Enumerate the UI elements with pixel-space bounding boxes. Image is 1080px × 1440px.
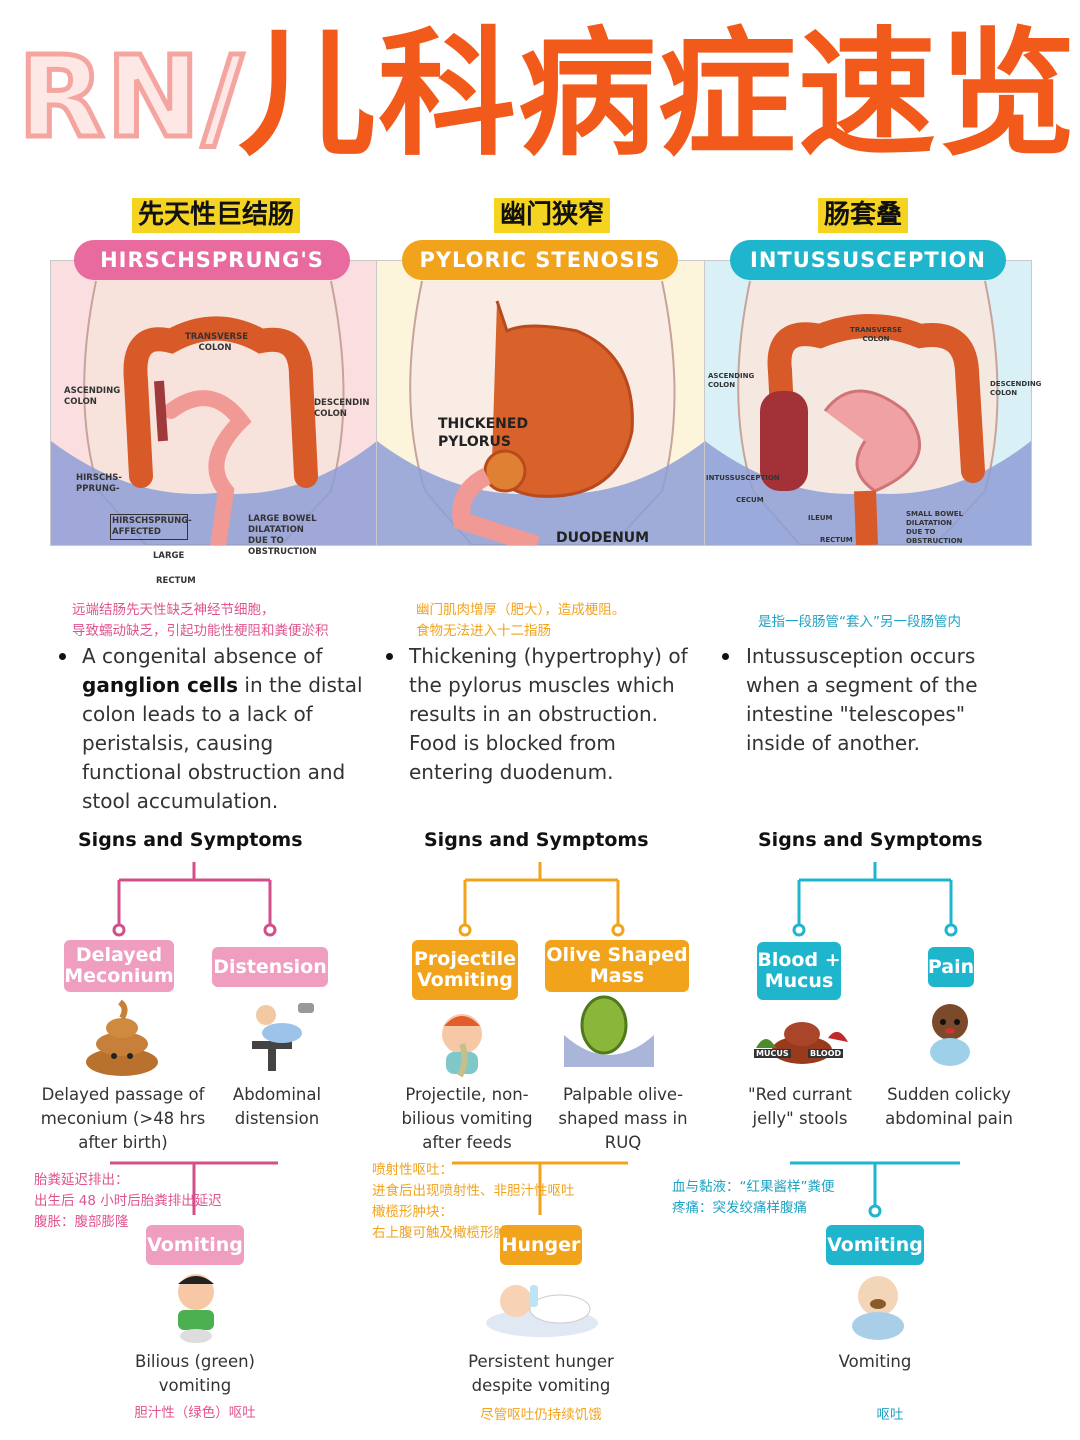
col1-sign1-caption: Delayed passage of meconium (>48 hrs aft… [40, 1085, 206, 1152]
vomiting-infant-icon [852, 1276, 904, 1340]
col1-bottom-caption: Bilious (green) vomiting [135, 1352, 255, 1395]
col2-sign2-caption: Palpable olive-shaped mass in RUQ [558, 1085, 688, 1152]
pain-badge: Pain [928, 947, 974, 987]
col2-notes: 喷射性呕吐： 进食后出现喷射性、非胆汁性呕吐 橄榄形肿块： 右上腹可触及橄榄形肿… [372, 1160, 632, 1244]
note-line: 腹胀：腹部膨隆 [34, 1214, 129, 1230]
col2-description: Thickening (hypertrophy) of the pylorus … [409, 644, 688, 784]
bullet-icon [722, 653, 729, 660]
hunger-badge: Hunger [500, 1225, 582, 1265]
diagram-label: LARGE [153, 551, 185, 561]
col1-signs-title: Signs and Symptoms [78, 829, 303, 851]
diagram-label: LARGE BOWEL DILATATION DUE TO OBSTRUCTIO… [248, 514, 317, 557]
col3-description: Intussusception occurs when a segment of… [746, 644, 978, 755]
mucus-tag: MUCUS [754, 1049, 791, 1058]
connector-lines [112, 862, 958, 937]
col3-bottom-cn: 呕吐 [876, 1407, 904, 1423]
lower-connector-lines [110, 1161, 960, 1218]
baby-exam-icon [252, 1003, 314, 1071]
olive-mass-badge: Olive Shaped Mass [545, 940, 689, 992]
cn-desc-line: 是指一段肠管“套入”另一段肠管内 [758, 614, 961, 630]
col1-cn-title: 先天性巨结肠 [132, 198, 301, 234]
col1-bottom-cn: 胆汁性（绿色）呕吐 [134, 1405, 256, 1421]
title-prefix: RN/ [16, 33, 246, 163]
col1-cn-desc: 远端结肠先天性缺乏神经节细胞， 导致蠕动缺乏，引起功能性梗阻和粪便淤积 [72, 600, 372, 642]
thickened-pylorus-label: THICKENED PYLORUS [438, 416, 529, 450]
poop-icon [86, 1000, 158, 1076]
diagram-label: TRANSVERSE COLON [185, 332, 249, 353]
page-title: RN/ 儿科病症速览 [0, 20, 1080, 170]
diagram-label: SMALL BOWEL DILATATION DUE TO OBSTRUCTIO… [906, 510, 964, 545]
col3-sign2-caption: Sudden colicky abdominal pain [885, 1085, 1013, 1128]
blood-tag: BLOOD [808, 1049, 844, 1058]
diagram-label: DESCENDING COLON [990, 380, 1042, 397]
col1-notes: 胎粪延迟排出： 出生后 48 小时后胎粪排出延迟 腹胀：腹部膨隆 [34, 1170, 274, 1233]
note-line: 胎粪延迟排出： [34, 1172, 129, 1188]
cn-desc-line: 远端结肠先天性缺乏神经节细胞， [72, 602, 275, 618]
intussusception-diagram [704, 260, 1032, 546]
bullet-icon [59, 653, 66, 660]
cn-desc-line: 幽门肌肉增厚（肥大），造成梗阻。 [416, 602, 626, 618]
blood-mucus-badge: Blood + Mucus [757, 942, 841, 1000]
desc-bold: ganglion cells [82, 673, 239, 697]
diagram-label: ASCENDING COLON [64, 386, 121, 407]
pyloric-pill: PYLORIC STENOSIS [402, 240, 678, 280]
diagram-label: RECTUM [156, 576, 196, 586]
desc-text: in the distal colon leads to a lack of p… [82, 673, 363, 813]
delayed-meconium-badge: Delayed Meconium [64, 940, 174, 992]
note-line: 右上腹可触及橄榄形肿块 [372, 1225, 521, 1241]
vomiting-baby-icon [442, 1014, 482, 1078]
projectile-vomiting-badge: Projectile Vomiting [412, 940, 518, 1000]
col1-description: A congenital absence of ganglion cells i… [82, 642, 372, 816]
diagram-label: INTUSSUSCEPTION [706, 474, 780, 482]
col3-sign1-caption: "Red currant jelly" stools [747, 1085, 853, 1128]
col3-cn-title: 肠套叠 [818, 198, 909, 234]
diagram-label: ILEUM [808, 514, 833, 522]
col2-cn-desc: 幽门肌肉增厚（肥大），造成梗阻。 食物无法进入十二指肠 [416, 600, 706, 642]
diagram-label: HIRSCHSPRUNG-AFFECTED [110, 514, 192, 540]
col1-vomiting-badge: Vomiting [146, 1225, 244, 1265]
bullet-icon [386, 653, 393, 660]
desc-text: A congenital absence of [82, 644, 323, 668]
note-line: 喷射性呕吐： [372, 1162, 453, 1178]
distension-badge: Distension [212, 947, 328, 987]
note-line: 进食后出现喷射性、非胆汁性呕吐 [372, 1183, 575, 1199]
col3-signs-title: Signs and Symptoms [758, 829, 983, 851]
note-line: 橄榄形肿块： [372, 1204, 453, 1220]
vomiting-child-icon [178, 1274, 214, 1343]
title-main: 儿科病症速览 [238, 14, 1079, 175]
crying-baby-icon [930, 1004, 970, 1066]
pyloric-diagram [376, 260, 706, 546]
diagram-label: TRANSVERSE COLON [850, 326, 902, 343]
hirschsprung-diagram [50, 260, 378, 546]
diagram-label: ASCENDING COLON [708, 372, 755, 389]
note-line: 疼痛：突发绞痛样腹痛 [672, 1200, 807, 1216]
diagram-label: HIRSCHS-PPRUNG- [76, 473, 122, 494]
note-line: 出生后 48 小时后胎粪排出延迟 [34, 1193, 222, 1209]
col1-sign2-caption: Abdominal distension [232, 1085, 322, 1128]
cn-desc-line: 导致蠕动缺乏，引起功能性梗阻和粪便淤积 [72, 622, 329, 639]
col2-signs-title: Signs and Symptoms [424, 829, 649, 851]
diagram-label: DESCENDIN COLON [314, 398, 370, 419]
bottle-baby-icon [486, 1285, 598, 1337]
diagram-label: CECUM [736, 496, 764, 504]
col2-sign1-caption: Projectile, non-bilious vomiting after f… [401, 1085, 533, 1152]
col3-vomiting-badge: Vomiting [826, 1225, 924, 1265]
olive-mass-icon [564, 995, 654, 1067]
stomach-illustration [377, 280, 705, 545]
col3-cn-desc: 是指一段肠管“套入”另一段肠管内 [758, 612, 1048, 633]
col2-cn-title: 幽门狭窄 [494, 198, 611, 234]
hirschsprung-pill: HIRSCHSPRUNG'S [74, 240, 350, 280]
intestine-illustration [705, 280, 1031, 545]
note-line: 血与黏液：“红果酱样”粪便 [672, 1179, 835, 1195]
col2-bottom-caption: Persistent hunger despite vomiting [468, 1352, 614, 1395]
col2-bottom-cn: 尽管呕吐仍持续饥饿 [480, 1407, 602, 1423]
duodenum-label: DUODENUM [556, 530, 650, 546]
colon-illustration [51, 280, 377, 545]
diagram-label: RECTUM [820, 536, 853, 544]
intussusception-pill: INTUSSUSCEPTION [730, 240, 1006, 280]
col3-notes: 血与黏液：“红果酱样”粪便 疼痛：突发绞痛样腹痛 [672, 1177, 922, 1219]
cn-desc-line: 食物无法进入十二指肠 [416, 622, 551, 639]
col3-bottom-caption: Vomiting [838, 1352, 912, 1371]
